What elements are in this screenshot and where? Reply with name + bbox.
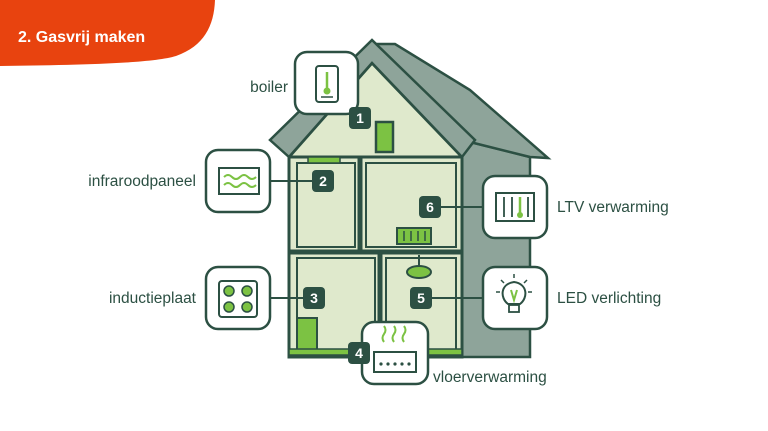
svg-text:2: 2 (319, 173, 327, 189)
floor-heating-icon (373, 325, 417, 373)
label-inductieplaat: inductieplaat (109, 290, 197, 307)
badges: 1 2 3 4 5 6 (303, 107, 441, 364)
banner-shape (0, 0, 215, 66)
label-vloerverwarming: vloerverwarming (433, 369, 547, 386)
svg-text:3: 3 (310, 290, 318, 306)
card-vloerverwarming (360, 320, 430, 386)
infrared-panel-strip (307, 156, 341, 164)
room-upper-right (365, 162, 457, 248)
badge-4: 4 (348, 342, 370, 364)
card-led-verlichting (481, 265, 549, 331)
svg-text:5: 5 (417, 290, 425, 306)
title-banner: 2. Gasvrij maken (0, 0, 215, 66)
card-infraroodpaneel (204, 148, 272, 214)
induction-hob-icon (218, 280, 258, 318)
label-boiler: boiler (250, 79, 288, 96)
boiler-icon (315, 65, 339, 103)
svg-text:4: 4 (355, 345, 363, 361)
badge-2: 2 (312, 170, 334, 192)
label-ltv-verwarming: LTV verwarming (557, 199, 669, 216)
ceiling-lamp (406, 255, 432, 279)
badge-5: 5 (410, 287, 432, 309)
label-infraroodpaneel: infraroodpaneel (88, 173, 196, 190)
badge-6: 6 (419, 196, 441, 218)
svg-text:6: 6 (426, 199, 434, 215)
label-led-verlichting: LED verlichting (557, 290, 661, 307)
labels: boiler infraroodpaneel inductieplaat vlo… (88, 79, 668, 386)
chimney (374, 120, 395, 154)
badge-3: 3 (303, 287, 325, 309)
led-bulb-icon (496, 274, 532, 313)
infrared-panel-icon (218, 167, 260, 195)
badge-1: 1 (349, 107, 371, 129)
svg-text:1: 1 (356, 110, 364, 126)
radiator (396, 227, 432, 245)
radiator-icon (495, 192, 535, 222)
page-title: 2. Gasvrij maken (18, 29, 145, 46)
card-ltv-verwarming (481, 174, 549, 240)
kitchen-cabinet (296, 317, 318, 353)
card-boiler (293, 50, 360, 116)
card-inductieplaat (204, 265, 272, 331)
